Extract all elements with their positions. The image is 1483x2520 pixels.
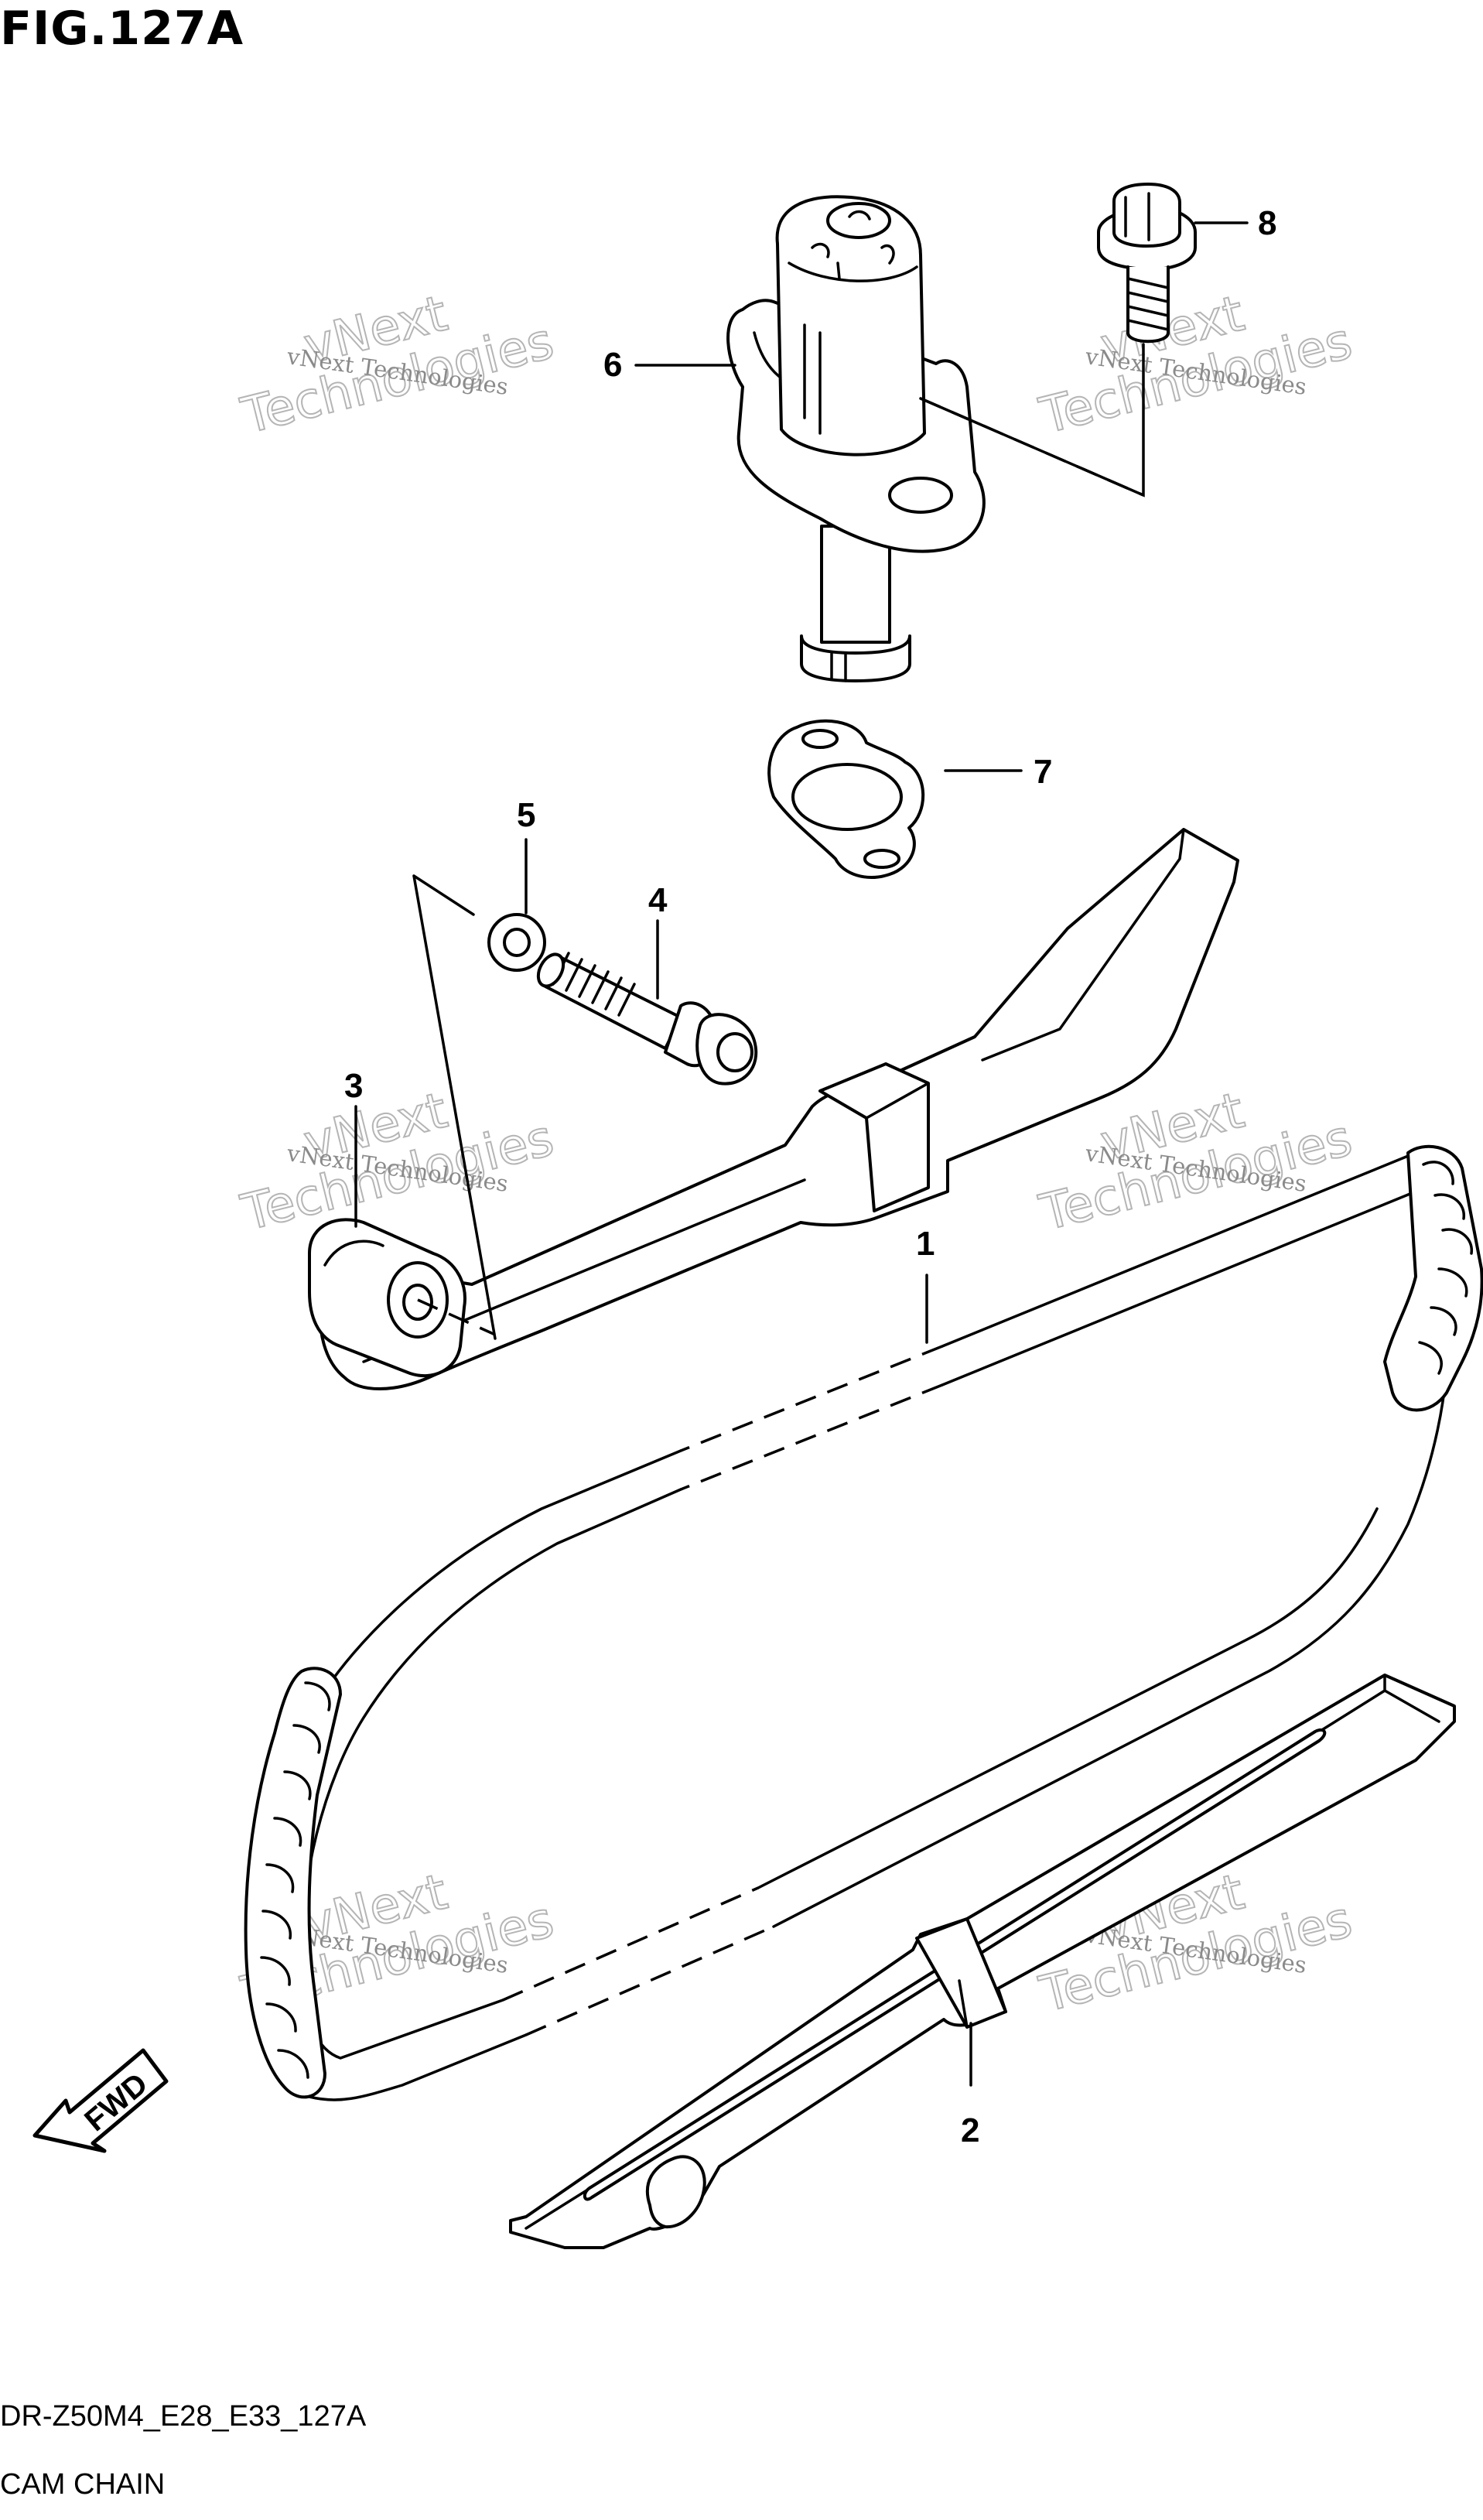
pivot-bolt-part [536,952,758,1086]
guide-dash-pivot [417,1298,496,1336]
callout-2: 2 [961,2111,979,2149]
guide-line-pivot [412,874,497,1340]
figure-title: FIG.127A [0,2,244,56]
callout-1: 1 [916,1225,935,1263]
pivot-collar-part-3 [308,1218,466,1378]
guide-dash-8-6 [920,397,1144,497]
watermark-mid-left: Technologies vNext vNext Technologies [235,1081,560,1243]
chain-guide-part [509,1674,1456,2249]
figure-name: CAM CHAIN [0,2468,166,2501]
figure-code: DR-Z50M4_E28_E33_127A [0,2400,367,2433]
callout-6: 6 [603,346,622,384]
callout-7: 7 [1034,753,1052,791]
callout-4: 4 [648,881,668,919]
gasket-part [767,719,925,879]
watermark-top-right: Technologies vNext vNext Technologies [1034,284,1358,446]
cam-chain-part [244,1144,1483,2101]
callout-3: 3 [344,1067,363,1105]
callout-5: 5 [517,796,535,834]
forward-arrow-icon: FWD [32,2048,169,2153]
watermark-top-left: Technologies vNext vNext Technologies [235,284,560,446]
callout-8: 8 [1258,204,1276,242]
tensioner-adjuster-part [726,195,986,682]
washer-part [487,913,546,972]
adjuster-bolt-part [1097,183,1197,344]
